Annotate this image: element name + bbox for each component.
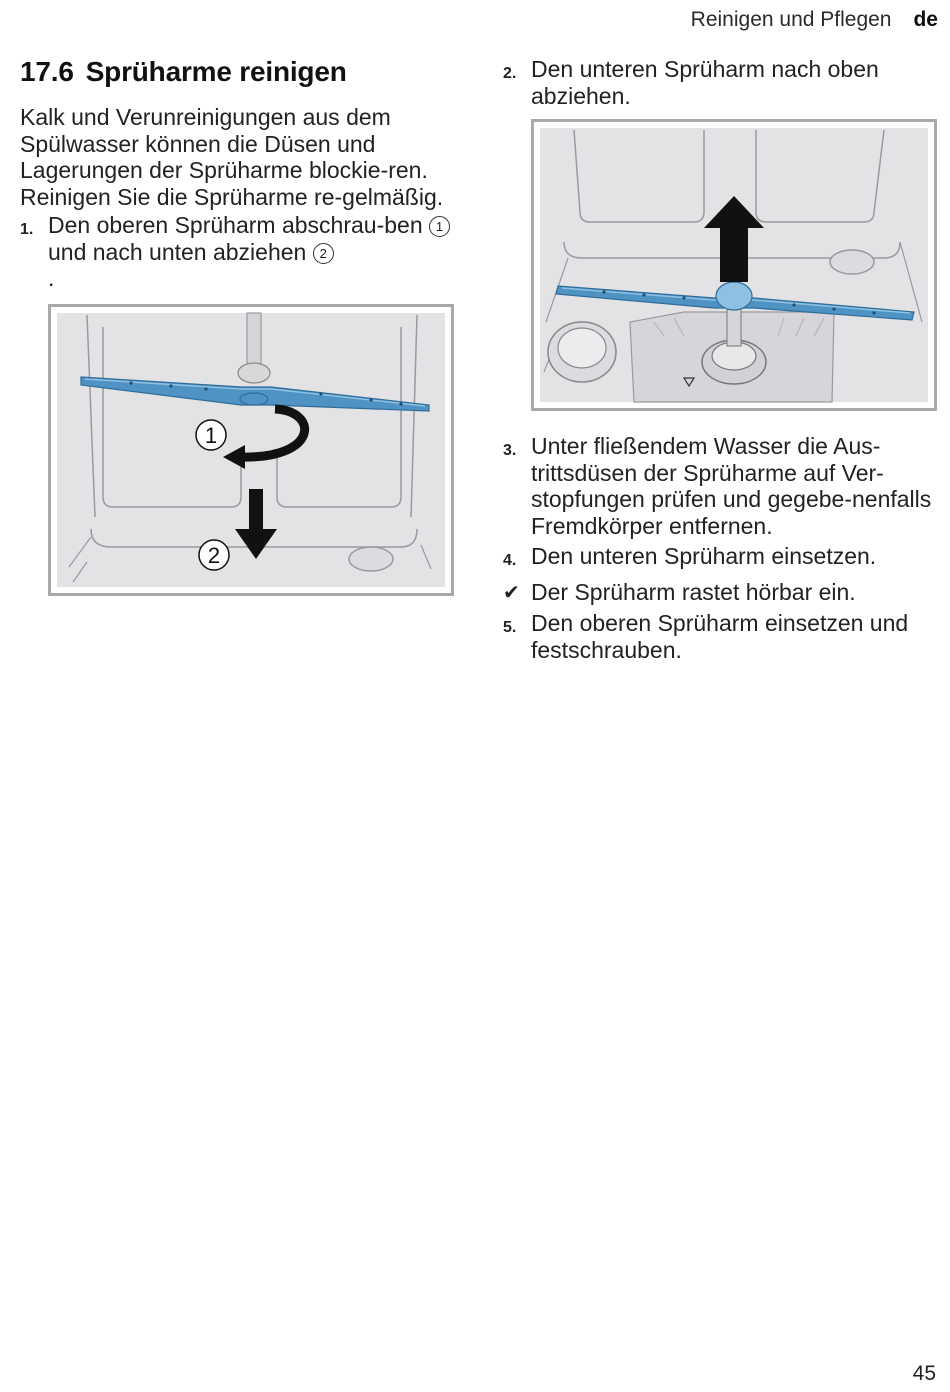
section-number: 17.6 bbox=[20, 56, 74, 87]
back-panel-left bbox=[102, 326, 242, 508]
left-column: 17.6 Sprüharme reinigen Kalk und Verunrei… bbox=[20, 56, 454, 596]
step-number: 4. bbox=[503, 552, 517, 569]
step-5: 5. Den oberen Sprüharm einsetzen und fes… bbox=[503, 610, 935, 663]
step-text: Den unteren Sprüharm nach oben abziehen. bbox=[531, 56, 879, 109]
callout-ref-1: 1 bbox=[429, 216, 451, 237]
down-arrow-shaft bbox=[249, 488, 263, 531]
language-code: de bbox=[913, 8, 938, 31]
step-3: 3. Unter fließendem Wasser die Aus-tritt… bbox=[503, 433, 935, 539]
running-header: Reinigen und Pflegen de bbox=[691, 8, 938, 32]
spray-arm-hub bbox=[239, 391, 269, 406]
step-text-part: Den oberen Sprüharm abschrau-ben bbox=[48, 212, 423, 238]
side-wall-lines bbox=[86, 314, 418, 517]
step-number: 5. bbox=[503, 619, 517, 636]
filter-grid bbox=[653, 317, 825, 337]
down-arrow-head bbox=[235, 528, 277, 559]
step-text: Den oberen Sprüharm abschrau-ben 1 und n… bbox=[48, 212, 452, 292]
step-text: Den oberen Sprüharm einsetzen und festsc… bbox=[531, 610, 909, 663]
sump-cover bbox=[829, 249, 875, 275]
figure-upper-spray-arm: 1 2 bbox=[48, 303, 454, 596]
step-number: 3. bbox=[503, 442, 517, 459]
step-2: 2. Den unteren Sprüharm nach oben abzieh… bbox=[503, 56, 935, 109]
callout-2-label: 2 bbox=[208, 543, 220, 568]
up-arrow-shaft bbox=[720, 226, 748, 282]
step-text-part: und nach unten abziehen bbox=[48, 238, 307, 265]
callout-ref-2: 2 bbox=[312, 242, 334, 264]
section-heading: 17.6 Sprüharme reinigen bbox=[20, 56, 452, 88]
upper-spray-arm-illustration: 1 2 bbox=[57, 311, 445, 587]
right-column: 2. Den unteren Sprüharm nach oben abzieh… bbox=[503, 56, 937, 663]
back-panel-left bbox=[573, 129, 705, 223]
salt-cap-inner bbox=[557, 327, 607, 369]
result-text: Der Sprüharm rastet hörbar ein. bbox=[531, 578, 856, 605]
section-title: Sprüharme reinigen bbox=[85, 56, 347, 87]
callout-1-circle bbox=[195, 418, 227, 451]
step-number: 1. bbox=[20, 221, 34, 238]
chapter-title: Reinigen und Pflegen bbox=[690, 8, 892, 31]
sump-cover bbox=[348, 545, 394, 572]
steps-list: 3. Unter fließendem Wasser die Aus-tritt… bbox=[503, 433, 935, 663]
step-text: Unter fließendem Wasser die Aus-trittsdü… bbox=[531, 433, 932, 539]
step-text: Den unteren Sprüharm einsetzen. bbox=[531, 543, 877, 569]
back-panel-right bbox=[276, 326, 402, 508]
alignment-marker bbox=[682, 377, 696, 388]
up-arrow-head bbox=[704, 196, 764, 228]
spray-arm-highlight bbox=[84, 377, 426, 407]
hub-nut bbox=[237, 361, 271, 384]
rotate-arrow-head bbox=[223, 444, 245, 469]
step-1: 1. Den oberen Sprüharm abschrau-ben 1 un… bbox=[20, 212, 452, 292]
check-icon: ✔ bbox=[503, 581, 520, 604]
spray-arm-hub bbox=[715, 281, 753, 311]
lower-spray-arm-illustration bbox=[540, 128, 928, 403]
callout-1-label: 1 bbox=[205, 423, 217, 448]
step-text-part: . bbox=[48, 265, 55, 291]
rotate-arrow bbox=[240, 404, 310, 462]
intro-paragraph: Kalk und Verunreinigungen aus dem Spülwa… bbox=[20, 104, 444, 210]
step-number: 2. bbox=[503, 65, 517, 82]
back-panel-right bbox=[755, 129, 885, 223]
figure-lower-spray-arm bbox=[531, 119, 937, 411]
spray-nozzles bbox=[602, 290, 876, 315]
step-4: 4. Den unteren Sprüharm einsetzen. bbox=[503, 543, 935, 575]
spray-nozzles bbox=[129, 380, 403, 406]
callout-2-circle bbox=[198, 538, 230, 571]
result-line: ✔ Der Sprüharm rastet hörbar ein. bbox=[503, 579, 935, 607]
corner-lines bbox=[68, 536, 432, 582]
page-number: 45 bbox=[912, 1362, 936, 1385]
